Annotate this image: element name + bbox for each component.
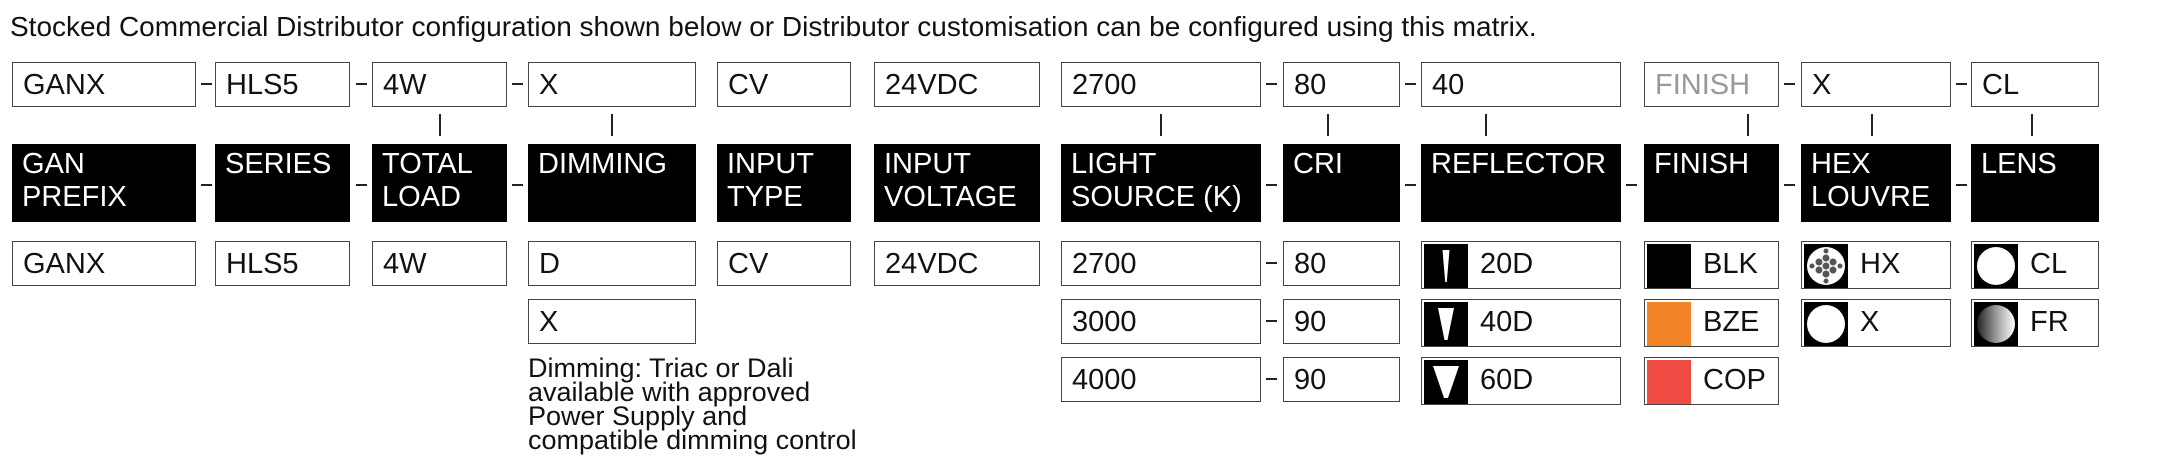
finish-swatch-copper: [1647, 360, 1691, 404]
option-dimming-d[interactable]: D: [528, 241, 696, 286]
header-cri: CRI: [1283, 144, 1400, 222]
separator-dash: [1266, 184, 1277, 186]
header-series: SERIES: [215, 144, 350, 222]
dimming-note: Dimming: Triac or Dali available with ap…: [528, 353, 857, 455]
separator-dash: [1626, 184, 1637, 186]
config-dimming[interactable]: X: [528, 62, 696, 107]
finish-swatch-black: [1647, 244, 1691, 288]
config-reflector[interactable]: 40: [1421, 62, 1621, 107]
connector-line: [1871, 114, 1873, 136]
separator-dash: [1956, 83, 1967, 85]
connector-line: [1485, 114, 1487, 136]
connector-line: [439, 114, 441, 136]
option-light-3000[interactable]: 3000: [1061, 299, 1261, 344]
header-lens: LENS: [1971, 144, 2099, 222]
separator-dash: [1266, 320, 1277, 322]
option-series[interactable]: HLS5: [215, 241, 350, 286]
connector-line: [1160, 114, 1162, 136]
option-light-2700[interactable]: 2700: [1061, 241, 1261, 286]
config-total-load[interactable]: 4W: [372, 62, 507, 107]
separator-dash: [356, 83, 367, 85]
separator-dash: [1405, 184, 1416, 186]
hex-louvre-icon: [1804, 244, 1848, 288]
separator-dash: [1266, 83, 1277, 85]
separator-dash: [1956, 184, 1967, 186]
separator-dash: [201, 83, 212, 85]
option-gan-prefix[interactable]: GANX: [12, 241, 196, 286]
intro-text: Stocked Commercial Distributor configura…: [10, 11, 1537, 42]
connector-line: [1327, 114, 1329, 136]
config-gan-prefix[interactable]: GANX: [12, 62, 196, 107]
config-cri[interactable]: 80: [1283, 62, 1400, 107]
separator-dash: [201, 184, 212, 186]
option-lens-fr[interactable]: FR: [1971, 299, 2099, 347]
option-finish-blk[interactable]: BLK: [1644, 241, 1779, 289]
config-input-voltage[interactable]: 24VDC: [874, 62, 1040, 107]
beam-60-icon: [1424, 360, 1468, 404]
separator-dash: [356, 184, 367, 186]
option-reflector-40d[interactable]: 40D: [1421, 299, 1621, 347]
header-finish: FINISH: [1644, 144, 1779, 222]
separator-dash: [1405, 83, 1416, 85]
option-reflector-60d[interactable]: 60D: [1421, 357, 1621, 405]
option-cri-90-b[interactable]: 90: [1283, 357, 1400, 402]
connector-line: [1747, 114, 1749, 136]
header-dimming: DIMMING: [528, 144, 696, 222]
option-input-type[interactable]: CV: [717, 241, 851, 286]
separator-dash: [1784, 83, 1795, 85]
no-louvre-icon: [1804, 302, 1848, 346]
option-finish-cop[interactable]: COP: [1644, 357, 1779, 405]
config-lens[interactable]: CL: [1971, 62, 2099, 107]
option-input-voltage[interactable]: 24VDC: [874, 241, 1040, 286]
config-finish[interactable]: FINISH: [1644, 62, 1779, 107]
option-reflector-20d[interactable]: 20D: [1421, 241, 1621, 289]
config-hex-louvre[interactable]: X: [1801, 62, 1951, 107]
separator-dash: [512, 184, 523, 186]
option-cri-80[interactable]: 80: [1283, 241, 1400, 286]
beam-20-icon: [1424, 244, 1468, 288]
option-total-load[interactable]: 4W: [372, 241, 507, 286]
config-light-source[interactable]: 2700: [1061, 62, 1261, 107]
frosted-lens-icon: [1974, 302, 2018, 346]
option-louvre-x[interactable]: X: [1801, 299, 1951, 347]
connector-line: [2031, 114, 2033, 136]
option-light-4000[interactable]: 4000: [1061, 357, 1261, 402]
separator-dash: [512, 83, 523, 85]
separator-dash: [1266, 262, 1277, 264]
connector-line: [611, 114, 613, 136]
option-louvre-hx[interactable]: HX: [1801, 241, 1951, 289]
separator-dash: [1266, 378, 1277, 380]
separator-dash: [1784, 184, 1795, 186]
config-series[interactable]: HLS5: [215, 62, 350, 107]
clear-lens-icon: [1974, 244, 2018, 288]
option-dimming-x[interactable]: X: [528, 299, 696, 344]
finish-swatch-bronze: [1647, 302, 1691, 346]
beam-40-icon: [1424, 302, 1468, 346]
option-lens-cl[interactable]: CL: [1971, 241, 2099, 289]
option-cri-90[interactable]: 90: [1283, 299, 1400, 344]
config-input-type[interactable]: CV: [717, 62, 851, 107]
header-reflector: REFLECTOR: [1421, 144, 1621, 222]
option-finish-bze[interactable]: BZE: [1644, 299, 1779, 347]
